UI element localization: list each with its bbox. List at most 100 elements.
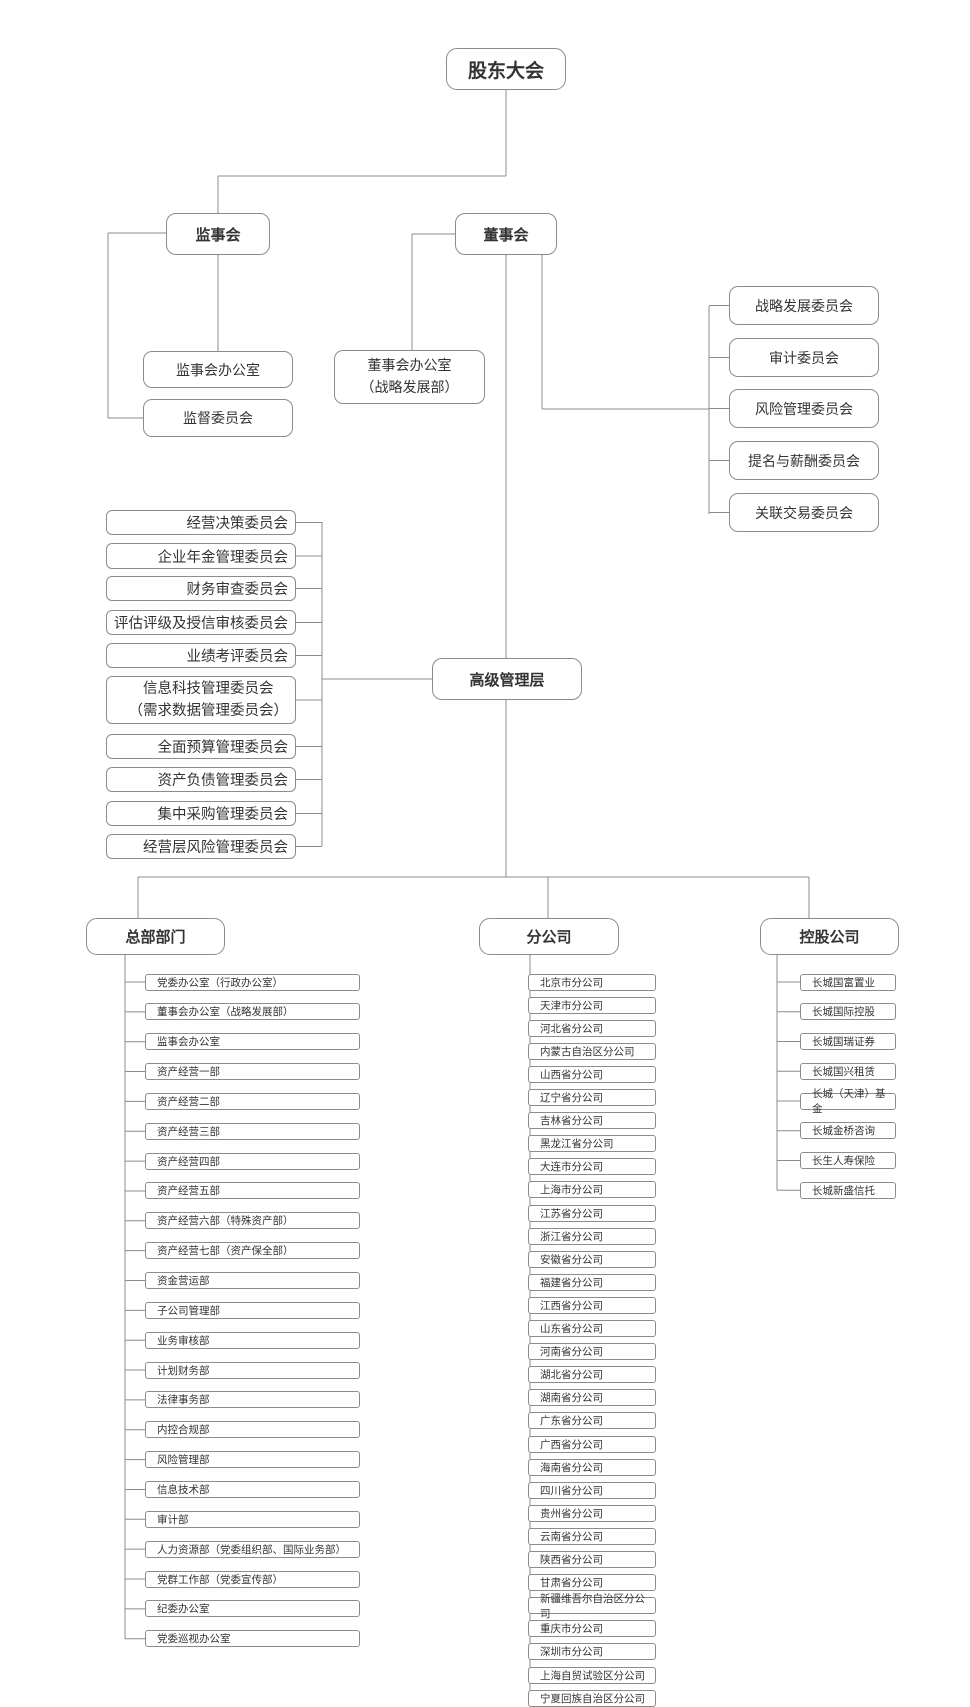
shareholders-meeting-box-label: 股东大会 [467,59,544,82]
hq-department-item: 纪委办公室 [145,1600,360,1618]
holding-company-item-label: 长城国富置业 [812,976,875,989]
hq-department-item: 内控合规部 [145,1421,360,1439]
branch-office-item: 湖南省分公司 [528,1389,656,1407]
management-committee-box: 评估评级及授信审核委员会 [106,610,296,635]
branch-office-item: 宁夏回族自治区分公司 [528,1689,656,1707]
branch-office-item: 上海市分公司 [528,1181,656,1199]
holding-company-item: 长城（天津）基金 [800,1088,896,1115]
senior-management-box: 高级管理层 [432,658,582,700]
branch-office-item: 深圳市分公司 [528,1643,656,1661]
hq-department-column-header-label: 总部部门 [125,928,186,946]
branch-office-item-label: 福建省分公司 [540,1276,603,1289]
branch-office-item-label: 贵州省分公司 [540,1507,603,1520]
holding-company-item: 长生人寿保险 [800,1152,896,1169]
hq-department-item-label: 纪委办公室 [157,1603,210,1616]
branch-office-item-label: 新疆维吾尔自治区分公司 [540,1592,645,1620]
hq-department-item-label: 党委巡视办公室 [157,1633,231,1646]
branch-office-item: 新疆维吾尔自治区分公司 [528,1593,656,1620]
branch-office-item: 重庆市分公司 [528,1620,656,1638]
management-committee-box: 经营层风险管理委员会 [106,834,296,859]
branch-office-item: 海南省分公司 [528,1458,656,1476]
hq-department-item: 党委办公室（行政办公室） [145,973,360,991]
management-committee-box-label: 经营层风险管理委员会 [143,840,288,856]
shareholders-meeting-box: 股东大会 [446,48,566,90]
branch-office-item-label: 重庆市分公司 [540,1623,603,1636]
hq-department-item: 资产经营一部 [145,1063,360,1081]
hq-department-item: 资产经营五部 [145,1182,360,1200]
branch-office-item-label: 上海自贸试验区分公司 [540,1669,645,1682]
branch-office-item-label: 广东省分公司 [540,1415,603,1428]
board-committee-box-label: 审计委员会 [769,350,839,367]
branch-office-item: 大连市分公司 [528,1158,656,1176]
senior-management-box-label: 高级管理层 [469,670,545,689]
holding-company-column-header-label: 控股公司 [799,928,860,946]
supervision-committee-box: 监督委员会 [143,399,293,437]
branch-office-item-label: 江苏省分公司 [540,1207,603,1220]
hq-department-item: 风险管理部 [145,1451,360,1469]
holding-company-item-label: 长城新盛信托 [812,1184,875,1197]
branch-office-item: 上海自贸试验区分公司 [528,1666,656,1684]
branch-office-item: 河南省分公司 [528,1343,656,1361]
branch-office-item: 天津市分公司 [528,996,656,1014]
branch-office-item-label: 四川省分公司 [540,1484,603,1497]
board-committee-box: 关联交易委员会 [729,493,879,532]
supervisory-board-box: 监事会 [166,213,270,255]
branch-office-item-label: 广西省分公司 [540,1438,603,1451]
hq-department-item-label: 业务审核部 [157,1334,210,1347]
branch-office-item: 安徽省分公司 [528,1250,656,1268]
management-committee-box: 集中采购管理委员会 [106,801,296,826]
branch-office-item-label: 天津市分公司 [540,999,603,1012]
branch-office-item-label: 辽宁省分公司 [540,1092,603,1104]
branch-office-column-header-label: 分公司 [526,928,572,946]
branch-office-item: 四川省分公司 [528,1481,656,1499]
holding-company-item: 长城金桥咨询 [800,1122,896,1140]
hq-department-item: 资产经营二部 [145,1092,360,1110]
hq-department-item: 资产经营四部 [145,1152,360,1170]
holding-company-item-label: 长城国瑞证券 [812,1036,875,1048]
hq-department-item-label: 党委办公室（行政办公室） [157,976,283,989]
hq-department-item-label: 信息技术部 [157,1483,210,1496]
branch-office-item: 辽宁省分公司 [528,1089,656,1106]
management-committee-box-label: 财务审查委员会 [186,582,289,598]
board-committee-box: 风险管理委员会 [729,389,879,428]
branch-office-item: 福建省分公司 [528,1273,656,1291]
management-committee-box: 信息科技管理委员会（需求数据管理委员会） [106,676,296,724]
management-committee-box: 企业年金管理委员会 [106,543,296,569]
board-committee-box-label: 风险管理委员会 [755,401,853,418]
hq-department-item: 资产经营六部（特殊资产部） [145,1212,360,1230]
branch-office-item: 湖北省分公司 [528,1366,656,1384]
board-committee-box-label: 关联交易委员会 [755,505,853,522]
branch-office-item-label: 北京市分公司 [540,976,603,989]
hq-department-item-label: 资产经营二部 [157,1095,220,1108]
board-office-box-label: 董事会办公室（战略发展部） [360,358,459,396]
management-committee-box: 业绩考评委员会 [106,643,296,668]
hq-department-item-label: 子公司管理部 [157,1304,220,1317]
hq-department-item: 资产经营三部 [145,1122,360,1140]
management-committee-box: 资产负债管理委员会 [106,767,296,792]
board-of-directors-box: 董事会 [455,213,557,255]
hq-department-item-label: 董事会办公室（战略发展部） [157,1006,294,1019]
branch-office-item-label: 陕西省分公司 [540,1554,603,1566]
holding-company-column-header: 控股公司 [760,918,899,955]
branch-office-item: 河北省分公司 [528,1019,656,1037]
branch-office-item: 云南省分公司 [528,1527,656,1545]
management-committee-box-label: 企业年金管理委员会 [157,549,289,566]
management-committee-box: 财务审查委员会 [106,576,296,601]
management-committee-box: 经营决策委员会 [106,510,296,535]
branch-office-item-label: 江西省分公司 [540,1299,603,1312]
hq-department-item-label: 计划财务部 [157,1364,210,1377]
branch-office-item-label: 深圳市分公司 [540,1646,603,1659]
hq-department-column-header: 总部部门 [86,918,225,955]
hq-department-item-label: 内控合规部 [157,1424,210,1437]
branch-office-item-label: 安徽省分公司 [540,1253,603,1266]
branch-office-item-label: 浙江省分公司 [540,1230,603,1243]
board-office-box: 董事会办公室（战略发展部） [334,350,485,404]
branch-office-item-label: 内蒙古自治区分公司 [540,1045,635,1058]
holding-company-item-label: 长城金桥咨询 [812,1125,875,1138]
holding-company-item: 长城国兴租赁 [800,1062,896,1080]
hq-department-item: 监事会办公室 [145,1033,360,1051]
board-committee-box: 战略发展委员会 [729,286,879,325]
hq-department-item: 计划财务部 [145,1361,360,1379]
hq-department-item-label: 资产经营六部（特殊资产部） [157,1215,294,1228]
